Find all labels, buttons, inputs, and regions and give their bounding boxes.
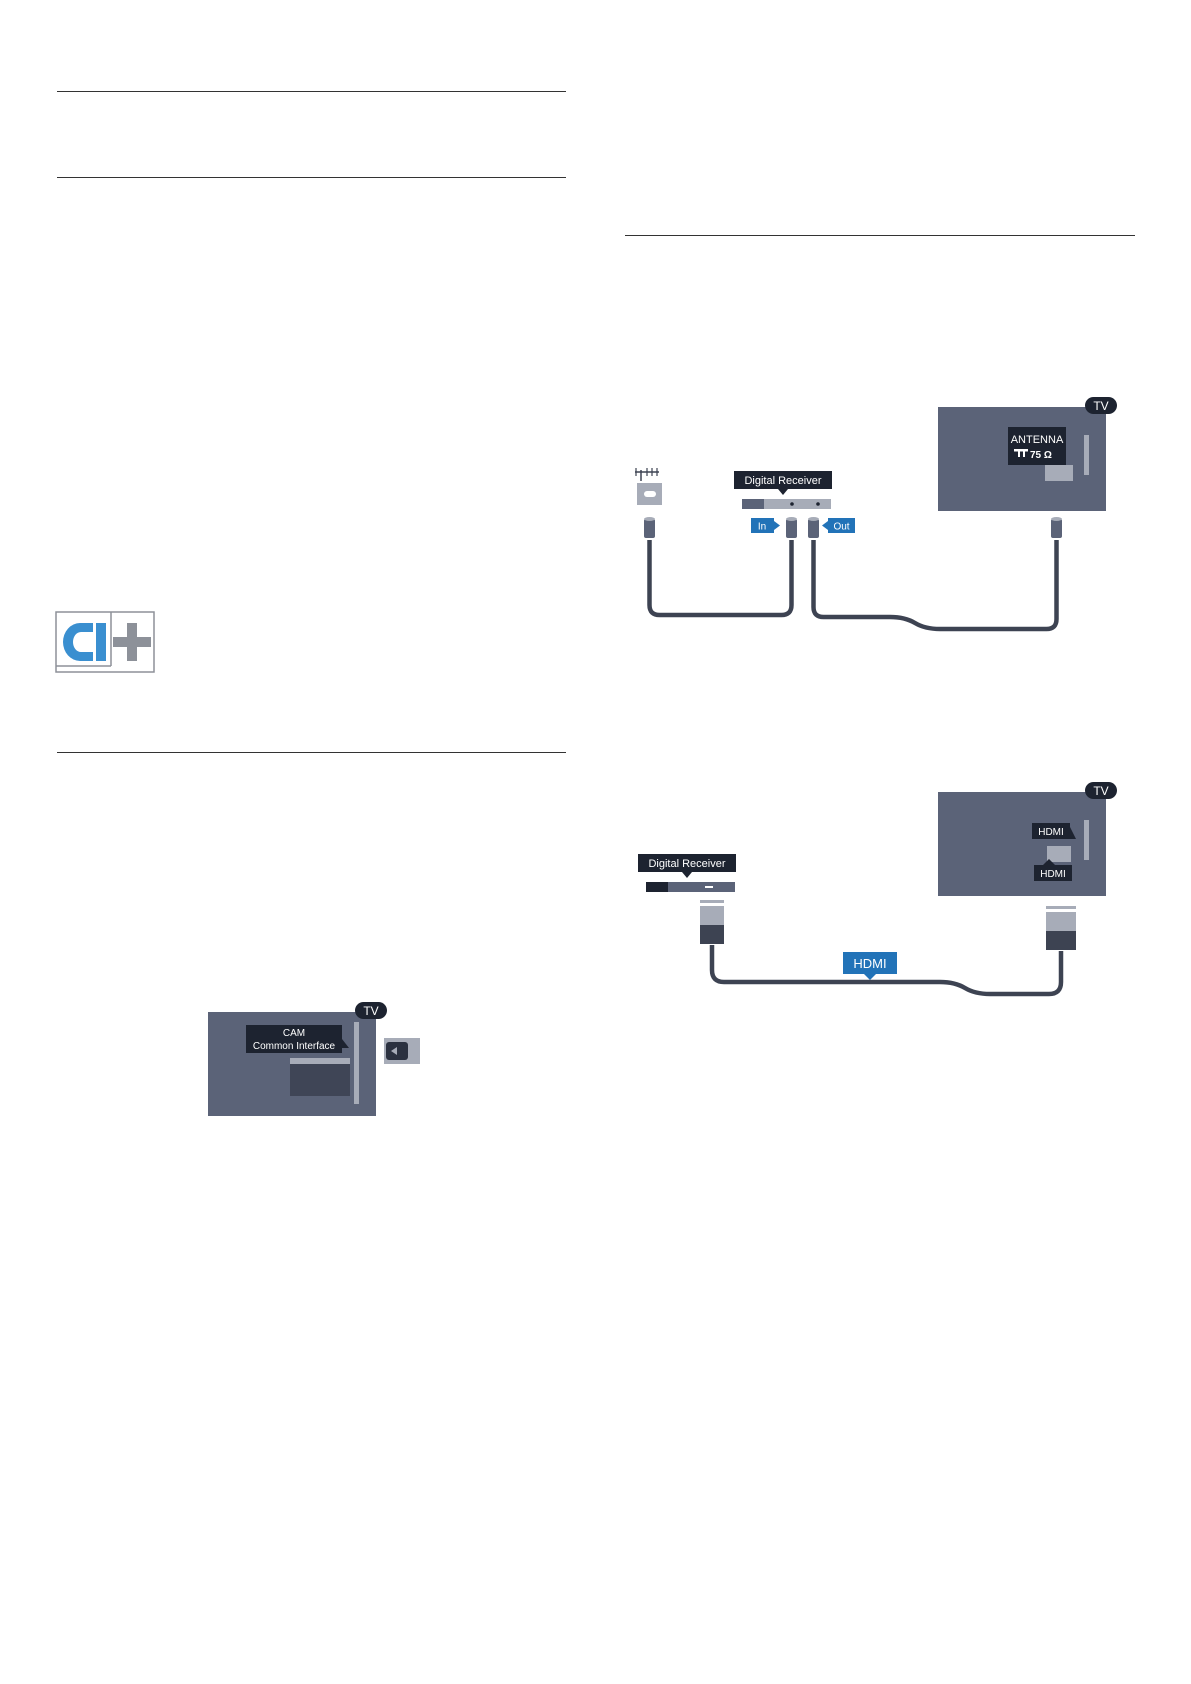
ci-plus-logo: [55, 611, 155, 673]
antenna-port-label: ANTENNA: [1011, 434, 1064, 446]
hdmi-cable: [709, 945, 1064, 997]
hdmi-port-label-box-bottom: [1034, 865, 1072, 881]
tv-body: [938, 792, 1106, 896]
coax-plug-icon: [644, 517, 655, 538]
tv-side-slot: [1084, 820, 1089, 860]
digital-receiver-icon: [646, 882, 735, 892]
hdmi-port-label-top: HDMI: [1038, 827, 1064, 838]
hdmi-connection-diagram: HDMI HDMI TV Digital Receiver HDMI: [638, 782, 1117, 997]
cam-module-icon: [384, 1038, 420, 1064]
plus-sign: [113, 623, 151, 661]
receiver-label: Digital Receiver: [744, 475, 821, 487]
in-tag: [751, 518, 774, 533]
section-rule-1: [57, 91, 566, 92]
tv-side-slot: [354, 1022, 359, 1104]
antenna-to-receiver-cable: [647, 540, 794, 618]
receiver-label: Digital Receiver: [648, 858, 725, 870]
tv-badge: [1085, 782, 1117, 799]
antenna-port-label-box: [1008, 427, 1066, 465]
receiver-label-box: [638, 854, 736, 872]
cam-diagram: CAM Common Interface TV: [208, 1002, 420, 1116]
antenna-icon: [635, 468, 662, 505]
section-rule-2: [57, 177, 566, 178]
tv-badge: [1085, 397, 1117, 414]
hdmi-cable-tag: [843, 952, 897, 974]
hdmi-plug-icon: [1046, 906, 1076, 950]
coax-plug-icon: [1051, 517, 1062, 538]
receiver-to-tv-cable: [811, 540, 1059, 632]
out-tag-label: Out: [833, 522, 849, 533]
hdmi-port-label-bottom: HDMI: [1040, 869, 1066, 880]
out-tag: [828, 518, 855, 533]
cam-label-line2: Common Interface: [253, 1041, 336, 1052]
hdmi-plug-icon: [700, 900, 724, 944]
impedance-label: 75 Ω: [1030, 450, 1052, 461]
antenna-connector-icon: [1014, 449, 1028, 457]
cam-slot: [290, 1060, 350, 1096]
tv-badge-label: TV: [363, 1004, 378, 1018]
tv-side-slot: [1084, 435, 1089, 475]
section-rule-4: [57, 752, 566, 753]
section-rule-3: [625, 235, 1135, 236]
tv-badge-label: TV: [1093, 399, 1108, 413]
hdmi-cable-label: HDMI: [853, 956, 886, 971]
cam-label-box: [246, 1025, 342, 1053]
coax-plug-icon: [808, 517, 819, 538]
antenna-connection-diagram: ANTENNA 75 Ω TV Digital Receiver In Out: [635, 397, 1117, 632]
cam-label-line1: CAM: [283, 1028, 305, 1039]
hdmi-port-label-box-top: [1032, 823, 1070, 839]
ci-letters: [63, 623, 106, 661]
digital-receiver-icon: [742, 499, 831, 509]
tv-badge-label: TV: [1093, 784, 1108, 798]
tv-badge: [355, 1002, 387, 1019]
coax-plug-icon: [786, 517, 797, 538]
receiver-label-box: [734, 471, 832, 489]
in-tag-label: In: [758, 522, 766, 533]
